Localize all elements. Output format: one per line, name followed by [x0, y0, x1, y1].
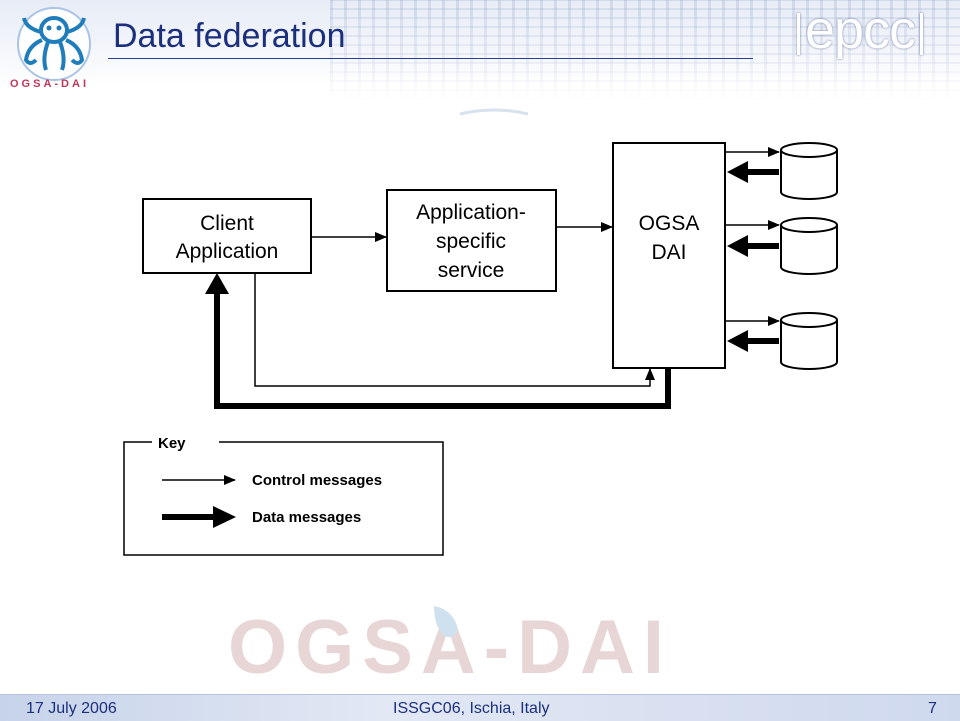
key-data-arrow-head — [213, 506, 236, 528]
watermark-drop-icon — [434, 606, 458, 638]
key-data-label: Data messages — [252, 509, 361, 526]
ogsa-dai-label-line1: OGSA — [639, 212, 700, 235]
decorative-arc — [459, 108, 529, 116]
data-arrow-ogsa-to-client-head — [205, 273, 229, 294]
application-service-box — [386, 189, 557, 292]
slide-title: Data federation — [113, 17, 346, 55]
data-arrow-from-database-1-head — [727, 161, 748, 183]
client-application-label-line2: Application — [176, 240, 279, 263]
slide-footer: 17 July 2006 ISSGC06, Ischia, Italy 7 — [0, 694, 960, 721]
title-underline — [108, 58, 753, 59]
ogsa-dai-octopus-logo — [17, 7, 91, 81]
ogsa-dai-label-line2: DAI — [651, 241, 686, 264]
application-service-label-line3: service — [438, 259, 505, 282]
data-arrow-from-database-2-head — [727, 235, 748, 257]
footer-event: ISSGC06, Ischia, Italy — [393, 700, 550, 717]
epcc-logo-bar-left — [797, 12, 800, 55]
header-background — [0, 0, 960, 85]
footer-page-number: 7 — [928, 700, 937, 717]
ogsa-dai-box — [612, 142, 726, 369]
key-title: Key — [158, 435, 186, 452]
data-arrow-ogsa-to-client — [214, 292, 671, 409]
data-arrow-from-database-3-head — [727, 330, 748, 352]
database-3 — [780, 312, 838, 370]
client-application-box — [142, 198, 312, 274]
database-1 — [780, 142, 838, 200]
header-decoration — [330, 0, 960, 100]
footer-date: 17 July 2006 — [26, 700, 117, 717]
application-service-label-line2: specific — [436, 230, 506, 253]
control-arrow-client-to-ogsa — [254, 273, 655, 387]
application-service-label-line1: Application- — [416, 201, 526, 224]
epcc-logo-text: epcc — [805, 0, 916, 60]
key-control-label: Control messages — [252, 472, 382, 489]
client-application-label-line1: Client — [200, 212, 254, 235]
key-border — [123, 441, 444, 556]
epcc-logo-bar-right — [920, 12, 924, 55]
key-legend: Key Control messages Data messages — [123, 435, 444, 556]
database-2 — [780, 217, 838, 275]
epcc-logo: epcc — [792, 3, 928, 57]
logo-left-text: OGSA-DAI — [10, 78, 89, 90]
